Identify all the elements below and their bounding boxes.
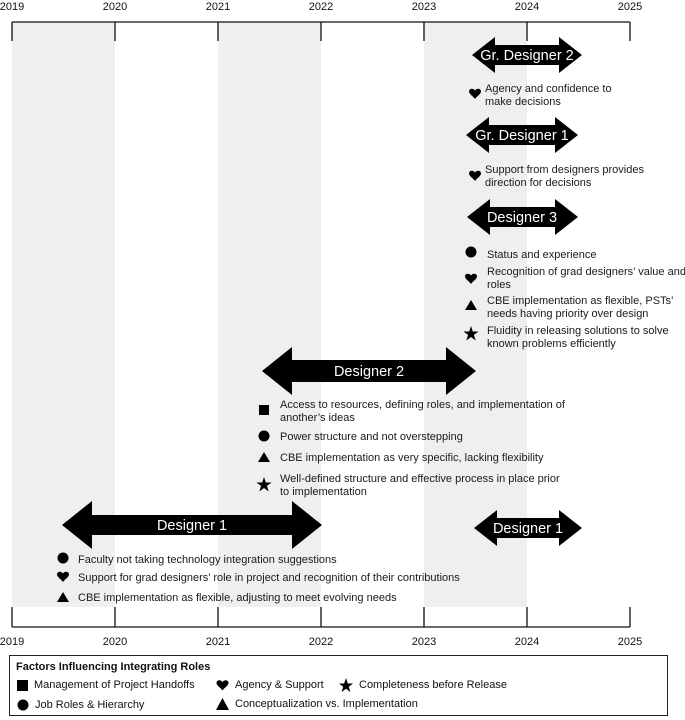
legend-item: Completeness before Release <box>339 678 507 692</box>
bottom-axis-ticks <box>11 607 631 627</box>
factor-text: Fluidity in releasing solutions to solve… <box>487 325 672 350</box>
factor-text: Access to resources, defining roles, and… <box>280 399 568 424</box>
legend-item-label: Agency & Support <box>235 679 324 691</box>
factor-item: CBE implementation as flexible, PSTs’ ne… <box>465 295 676 320</box>
year-label-top: 2025 <box>618 1 642 13</box>
year-label-top: 2022 <box>309 1 333 13</box>
role-arrow-designer-1: Designer 1 <box>62 501 322 549</box>
factor-item: Fluidity in releasing solutions to solve… <box>463 325 672 350</box>
triangle-icon <box>465 300 477 310</box>
legend-item-label: Management of Project Handoffs <box>34 679 195 691</box>
heart-icon <box>216 680 229 691</box>
top-axis-ticks <box>11 22 631 41</box>
year-label-bottom: 2023 <box>412 636 436 648</box>
factor-text: Agency and confidence to make decisions <box>485 83 615 108</box>
timeline-diagram: 2019 2020 2021 2022 2023 2024 2025 2019 … <box>0 1 685 648</box>
role-label: Gr. Designer 2 <box>480 48 574 64</box>
factor-item: Faculty not taking technology integratio… <box>57 552 337 566</box>
role-label: Gr. Designer 1 <box>475 128 569 144</box>
factor-item: Status and experience <box>465 246 596 261</box>
year-label-top: 2020 <box>103 1 127 13</box>
year-label-bottom: 2024 <box>515 636 539 648</box>
role-label: Designer 1 <box>157 518 227 534</box>
legend-item: Job Roles & Hierarchy <box>17 699 144 711</box>
heart-icon <box>465 273 477 284</box>
factor-item: CBE implementation as flexible, adjustin… <box>57 592 397 604</box>
role-label: Designer 1 <box>493 521 563 537</box>
triangle-icon <box>57 592 69 602</box>
factor-item: Access to resources, defining roles, and… <box>259 399 568 424</box>
legend-item: Conceptualization vs. Implementation <box>216 698 418 710</box>
role-arrow-designer-2: Designer 2 <box>262 347 476 395</box>
year-label-bottom: 2019 <box>0 636 24 648</box>
legend-item-label: Completeness before Release <box>359 679 507 691</box>
year-band-2019 <box>12 22 115 607</box>
circle-icon <box>17 699 29 711</box>
factor-item: Agency and confidence to make decisions <box>469 83 615 108</box>
year-label-top: 2024 <box>515 1 539 13</box>
factor-text: CBE implementation as flexible, PSTs’ ne… <box>487 295 676 320</box>
square-icon <box>17 679 28 691</box>
legend-item: Management of Project Handoffs <box>17 679 195 691</box>
legend-item-label: Job Roles & Hierarchy <box>35 699 145 711</box>
circle-icon <box>258 430 270 442</box>
year-label-top: 2019 <box>0 1 24 13</box>
factor-text: Well-defined structure and effective pro… <box>280 473 563 498</box>
role-arrow-gr-designer-1: Gr. Designer 1 <box>466 117 578 153</box>
star-icon <box>256 477 272 492</box>
heart-icon <box>469 88 481 99</box>
star-icon <box>339 678 353 692</box>
role-arrow-gr-designer-2: Gr. Designer 2 <box>472 37 582 73</box>
role-arrow-designer-3: Designer 3 <box>467 199 578 235</box>
triangle-icon <box>216 698 229 710</box>
year-band-2023 <box>424 22 527 607</box>
legend-item: Agency & Support <box>216 679 324 691</box>
legend-item-label: Conceptualization vs. Implementation <box>235 698 418 710</box>
factor-text: Power structure and not overstepping <box>280 431 463 443</box>
circle-icon <box>465 246 477 258</box>
star-icon <box>463 326 479 341</box>
legend: Factors Influencing Integrating Roles Ma… <box>9 655 668 716</box>
year-label-bottom: 2025 <box>618 636 642 648</box>
heart-icon <box>57 571 69 582</box>
factor-text: CBE implementation as flexible, adjustin… <box>78 592 397 604</box>
square-icon <box>259 405 269 415</box>
factor-item: Support from designers provides directio… <box>469 164 647 189</box>
factor-text: Recognition of grad designers’ value and… <box>487 266 685 291</box>
triangle-icon <box>258 452 270 462</box>
year-band-2021 <box>218 22 321 607</box>
legend-title: Factors Influencing Integrating Roles <box>16 661 211 673</box>
factor-text: Status and experience <box>487 249 596 261</box>
year-label-bottom: 2021 <box>206 636 230 648</box>
year-label-bottom: 2022 <box>309 636 333 648</box>
year-label-bottom: 2020 <box>103 636 127 648</box>
role-label: Designer 3 <box>487 210 557 226</box>
year-label-top: 2021 <box>206 1 230 13</box>
heart-icon <box>469 170 481 181</box>
factor-item: Support for grad designers’ role in proj… <box>57 571 460 584</box>
factor-text: CBE implementation as very specific, lac… <box>280 452 544 464</box>
factor-text: Support for grad designers’ role in proj… <box>78 572 460 584</box>
factor-item: CBE implementation as very specific, lac… <box>258 452 544 464</box>
role-arrow-designer-1-later: Designer 1 <box>474 510 582 546</box>
factor-text: Support from designers provides directio… <box>485 164 647 189</box>
factor-item: Recognition of grad designers’ value and… <box>465 266 685 291</box>
factor-text: Faculty not taking technology integratio… <box>78 554 337 566</box>
year-label-top: 2023 <box>412 1 436 13</box>
role-label: Designer 2 <box>334 364 404 380</box>
factor-item: Well-defined structure and effective pro… <box>256 473 563 498</box>
circle-icon <box>57 552 69 564</box>
factor-item: Power structure and not overstepping <box>258 430 463 443</box>
